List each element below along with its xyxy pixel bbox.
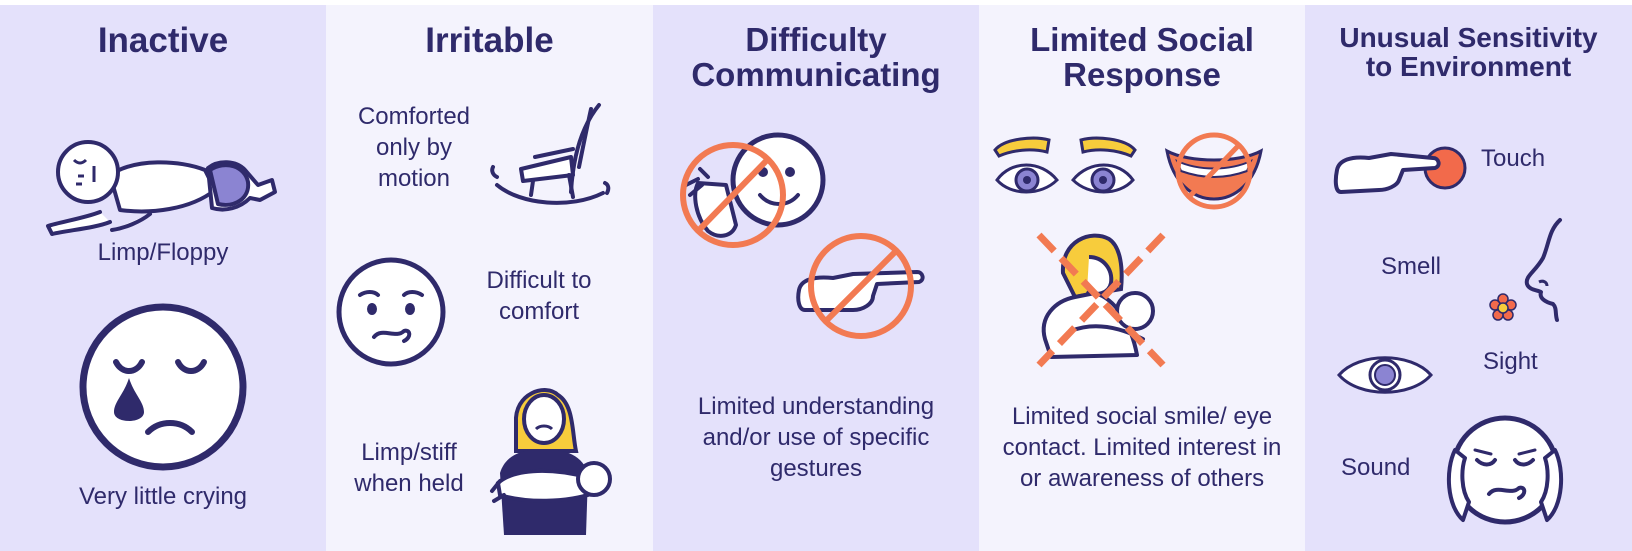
caption-difficult-to-comfort: Difficult to comfort [486,267,592,325]
nose-flower-icon [1489,218,1562,322]
panel-title: Difficulty Communicating [691,21,941,93]
parent-baby-no-icon [1036,232,1166,368]
eyes-icon [993,136,1137,194]
panel-irritable: Irritable Comforted only by motion Diffi… [326,5,653,551]
smile-no-icon [1164,132,1264,210]
eye-icon [1337,356,1433,394]
caption-very-little-crying: Very little crying [78,483,248,510]
panel-title: Irritable [425,21,554,60]
caption-limited-gestures: Limited understanding and/or use of spec… [697,393,935,482]
caption-touch: Touch [1481,145,1546,172]
waving-no-icon [680,132,826,248]
panel-unusual-sensitivity: Unusual Sensitivity to Environment Touch… [1305,5,1632,551]
caption-sight: Sight [1483,348,1538,375]
panel-title: Limited Social Response [1030,21,1254,93]
rocking-chair-icon [490,103,611,205]
crying-face-icon [79,303,247,471]
caption-limp-floppy: Limp/Floppy [97,239,229,266]
panel-inactive: Inactive Limp/Floppy Very little crying [0,5,326,551]
panel-title: Unusual Sensitivity to Environment [1339,22,1598,83]
caption-sound: Sound [1341,454,1411,481]
covering-ears-icon [1446,415,1564,525]
caption-limp-stiff-when-held: Limp/stiff when held [354,439,464,497]
limp-baby-icon [46,140,277,236]
panel-title: Inactive [97,21,229,60]
caption-limited-social-smile: Limited social smile/ eye contact. Limit… [1002,403,1282,492]
pointing-no-icon [796,233,925,339]
panel-difficulty-communicating: Difficulty Communicating Limited underst… [653,5,979,551]
caption-smell: Smell [1381,253,1442,280]
worried-face-icon [336,257,446,367]
parent-holding-baby-icon [490,388,612,535]
caption-comforted-only-by-motion: Comforted only by motion [357,103,471,192]
panel-limited-social-response: Limited Social Response Limited social s… [979,5,1305,551]
finger-touch-icon [1333,146,1467,194]
